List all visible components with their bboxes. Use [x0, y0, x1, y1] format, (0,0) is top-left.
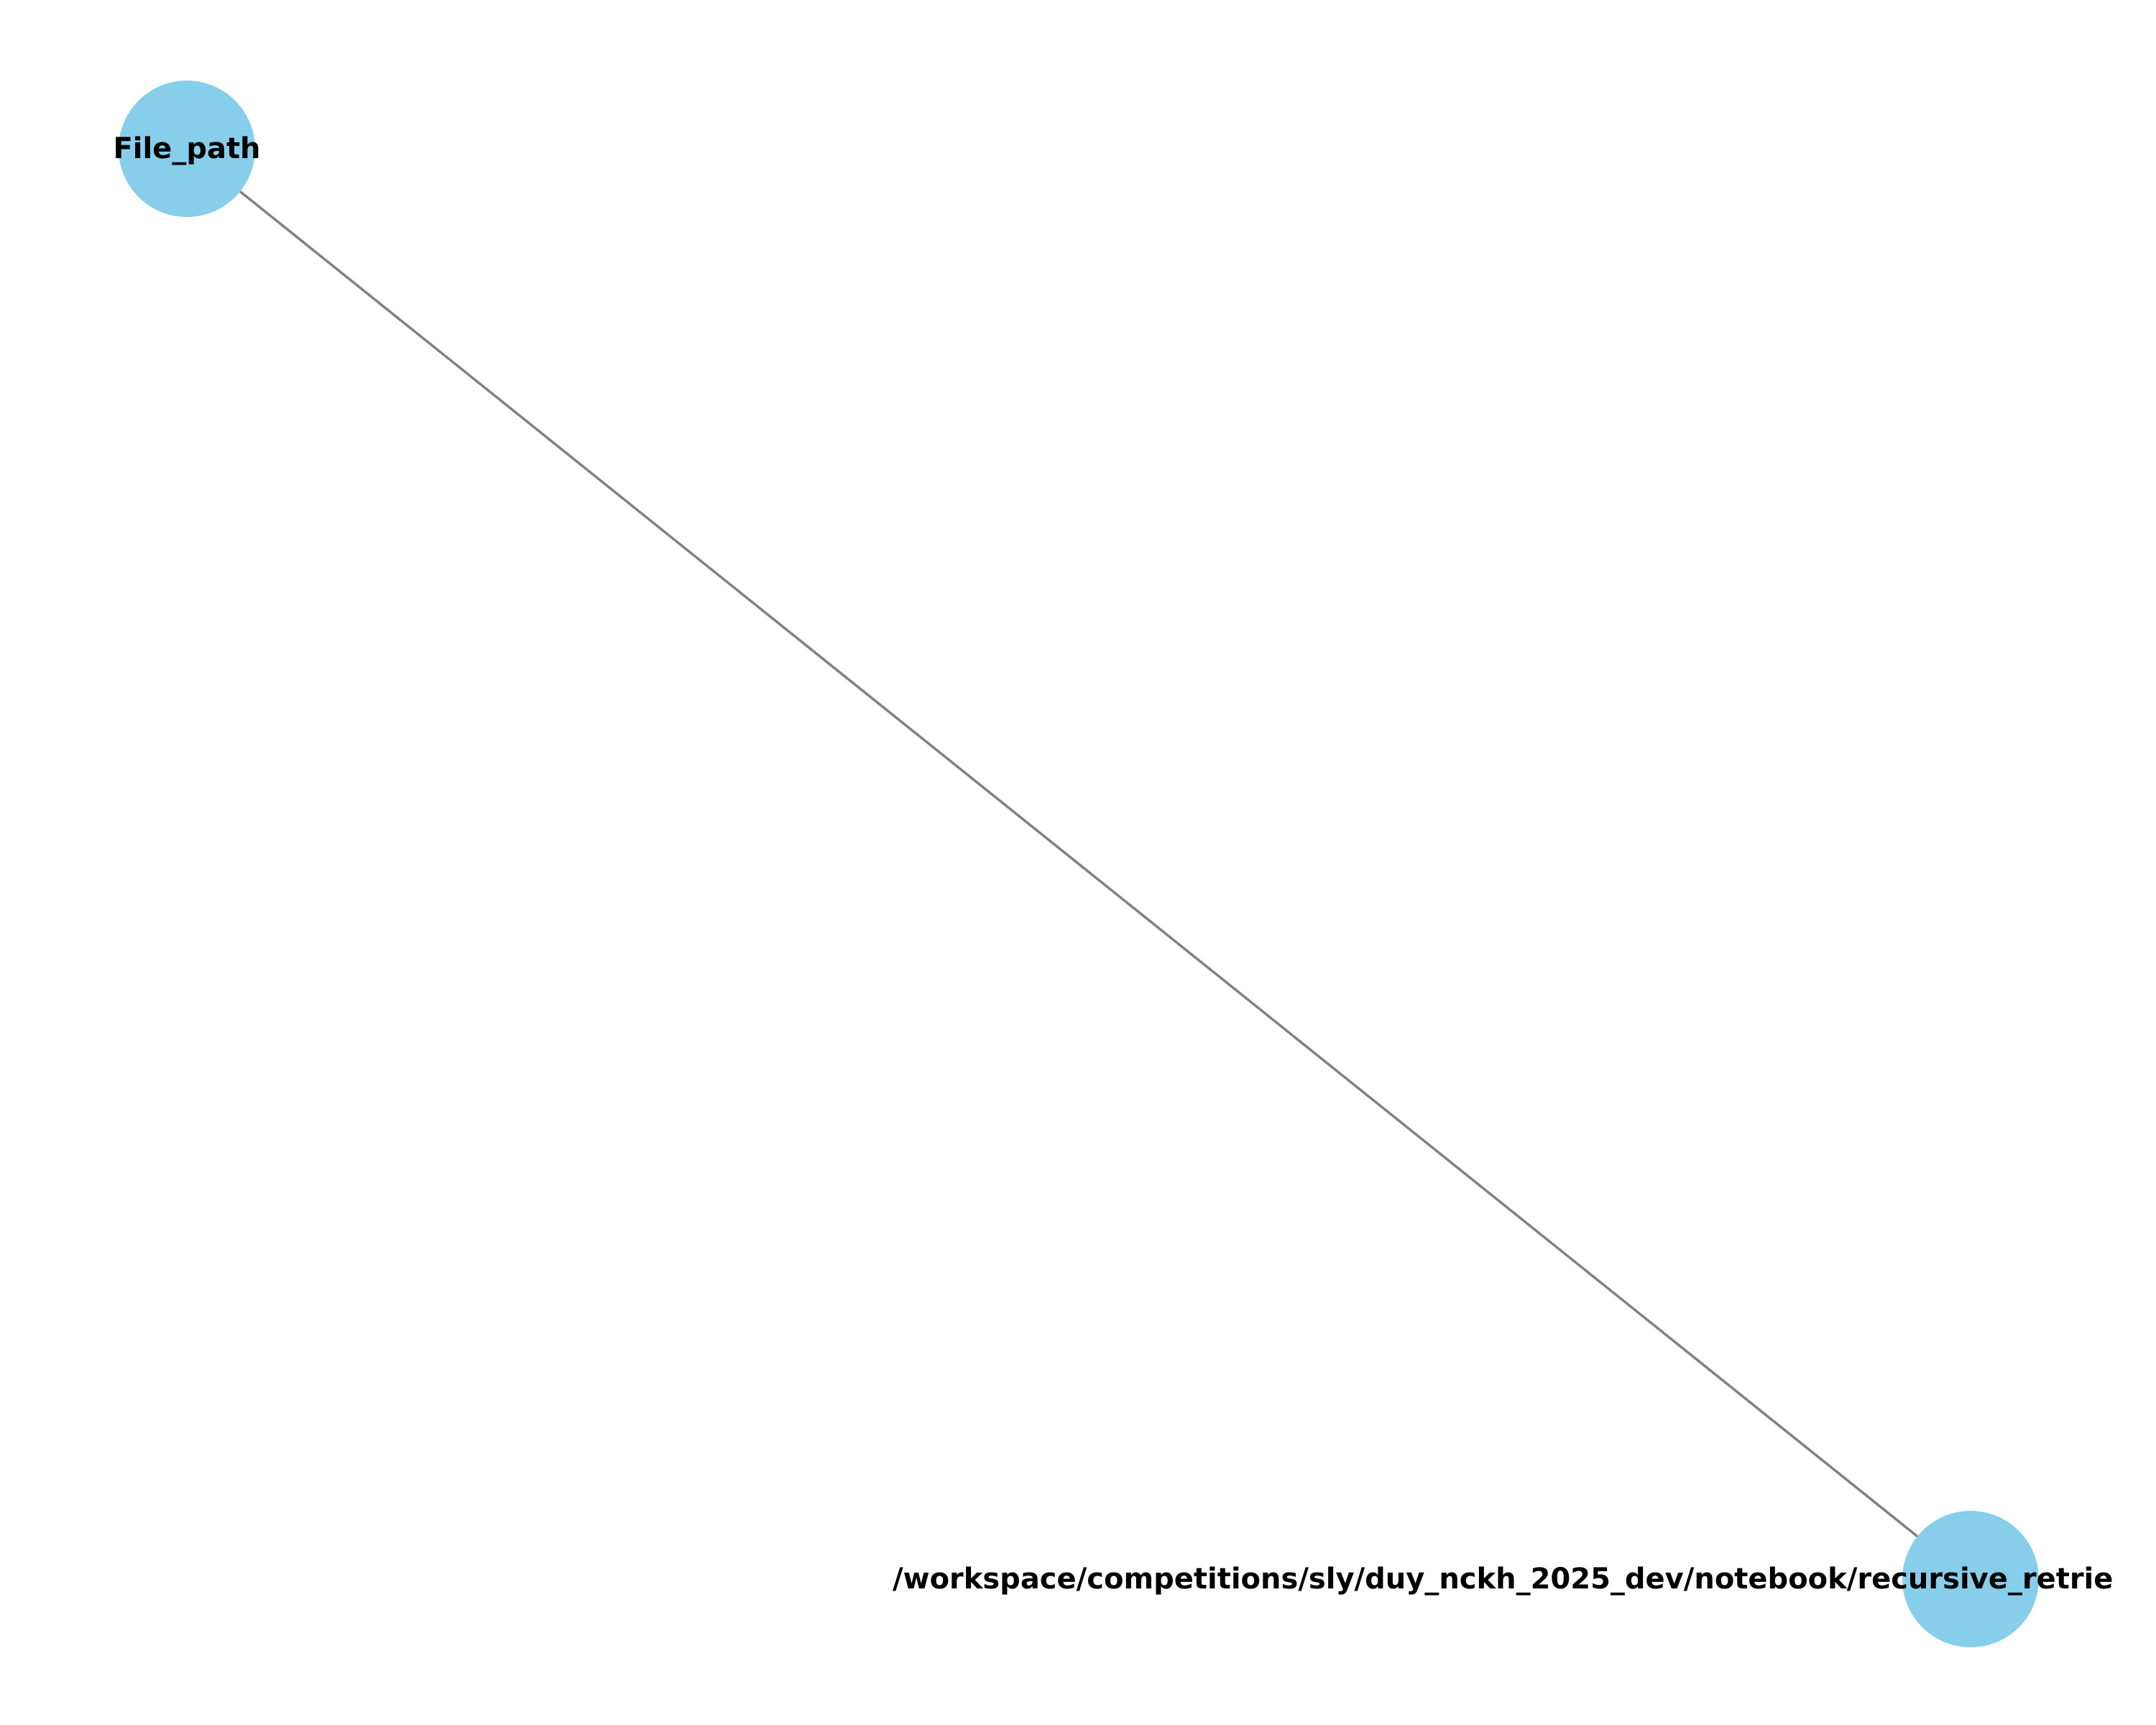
node-file-path-label: File_path — [113, 132, 260, 165]
edge-file-path-to-path-value — [185, 147, 1972, 1581]
node-path-value[interactable]: /workspace/competitions/sly/duy_nckh_202… — [893, 1511, 2113, 1647]
node-path-value-label: /workspace/competitions/sly/duy_nckh_202… — [893, 1563, 2113, 1596]
node-file-path[interactable]: File_path — [113, 80, 261, 217]
node-path-value-circle — [1902, 1511, 2039, 1647]
node-file-path-circle — [119, 80, 255, 217]
